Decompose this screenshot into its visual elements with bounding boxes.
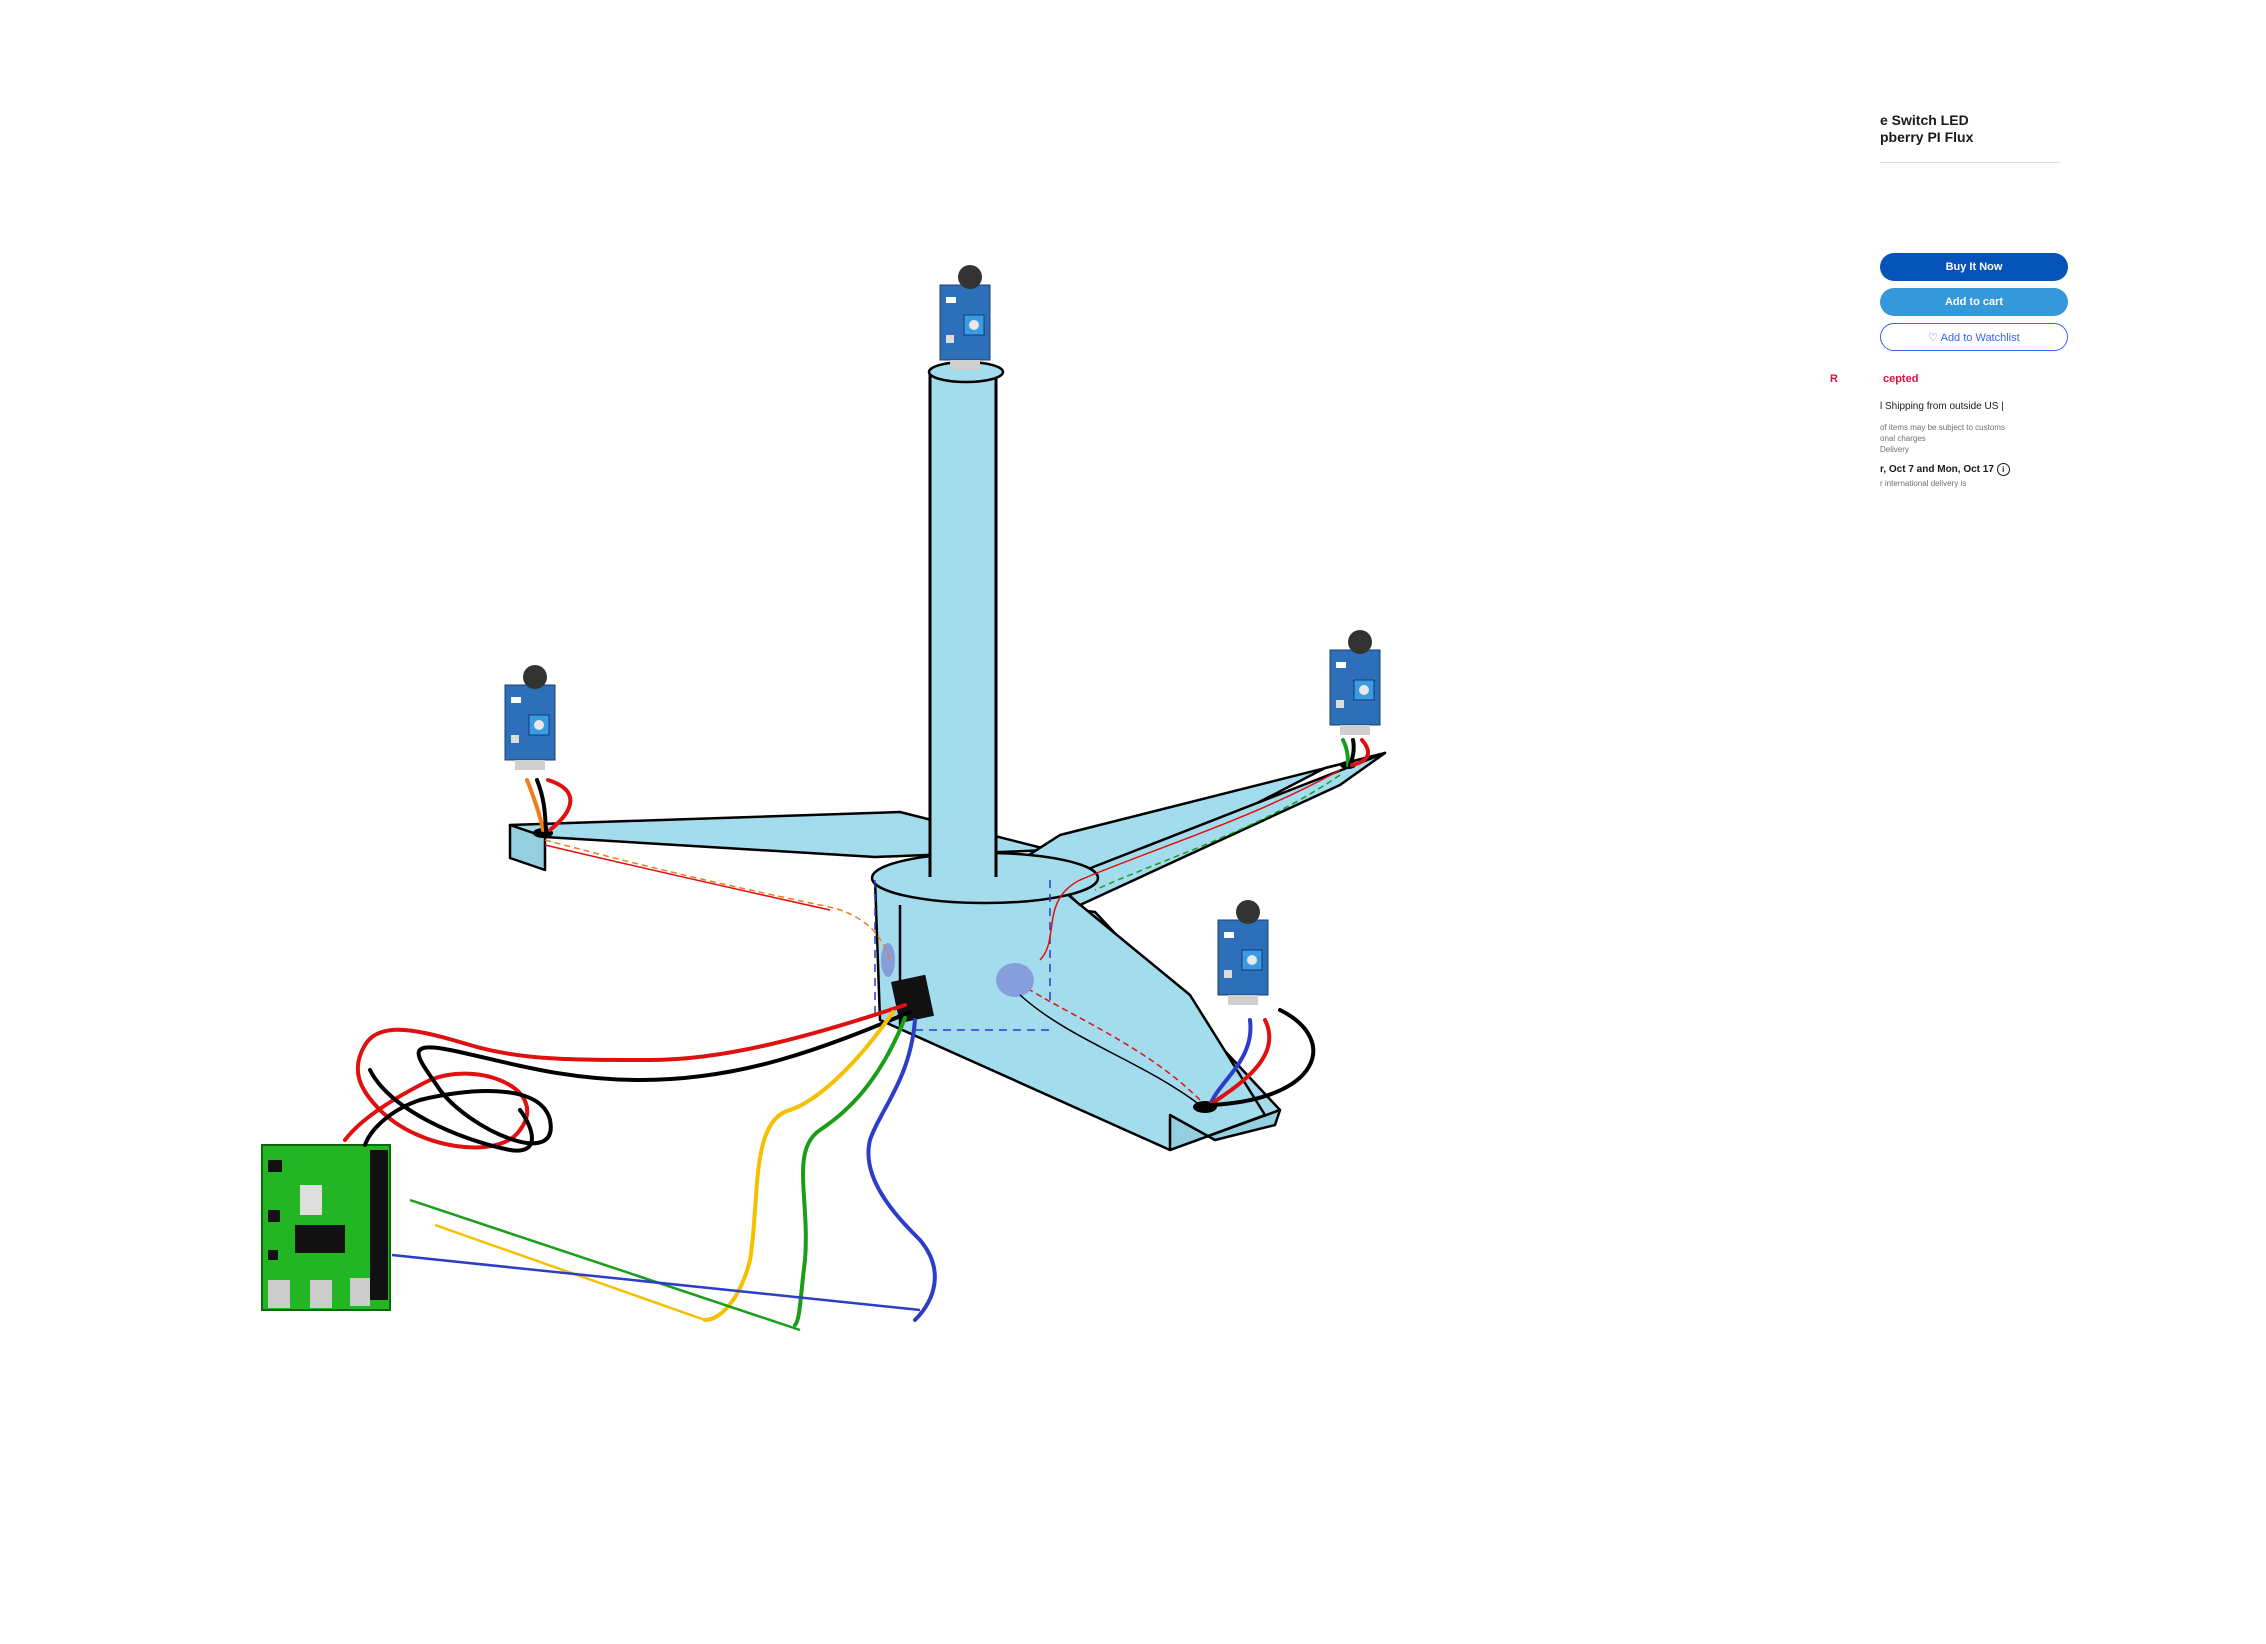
stand-column [929, 362, 1003, 877]
listing-panel: e Switch LED pberry PI Flux Buy It Now A… [1880, 112, 2070, 489]
returns-text: Rcepted [1880, 373, 2070, 385]
listing-title-line2: pberry PI Flux [1880, 129, 2070, 146]
wire-yellow [705, 1012, 893, 1320]
divider [1880, 162, 2060, 163]
add-to-watchlist-button[interactable]: ♡ Add to Watchlist [1880, 323, 2068, 351]
customs-line2: onal charges [1880, 433, 2070, 444]
returns-letter: R [1830, 373, 1838, 385]
column-body [930, 372, 996, 877]
delivery-dates-text: r, Oct 7 and Mon, Oct 17 [1880, 464, 1994, 475]
sensor-top [940, 265, 990, 370]
hole-front [996, 963, 1034, 997]
delivery-dates: r, Oct 7 and Mon, Oct 17 i [1880, 463, 2070, 476]
wire-blue [868, 1020, 934, 1320]
sensor-right [1330, 630, 1380, 735]
listing-title-line1: e Switch LED [1880, 112, 2070, 129]
customs-line1: of items may be subject to customs [1880, 422, 2070, 433]
raspberry-pi-board [262, 1145, 390, 1310]
sensor-front [1218, 900, 1268, 1005]
shipping-text: l Shipping from outside US | [1880, 401, 2070, 412]
add-to-cart-button[interactable]: Add to cart [1880, 288, 2068, 316]
returns-tail: cepted [1883, 373, 1918, 385]
delivery-label: Delivery [1880, 444, 2070, 455]
info-icon[interactable]: i [1997, 463, 2010, 476]
buy-now-button[interactable]: Buy It Now [1880, 253, 2068, 281]
hole-left [881, 943, 895, 977]
guide-lines [392, 1200, 920, 1330]
sensor-left [505, 665, 555, 770]
delivery-note: r international delivery is [1880, 478, 2070, 489]
customs-note: of items may be subject to customs onal … [1880, 422, 2070, 455]
